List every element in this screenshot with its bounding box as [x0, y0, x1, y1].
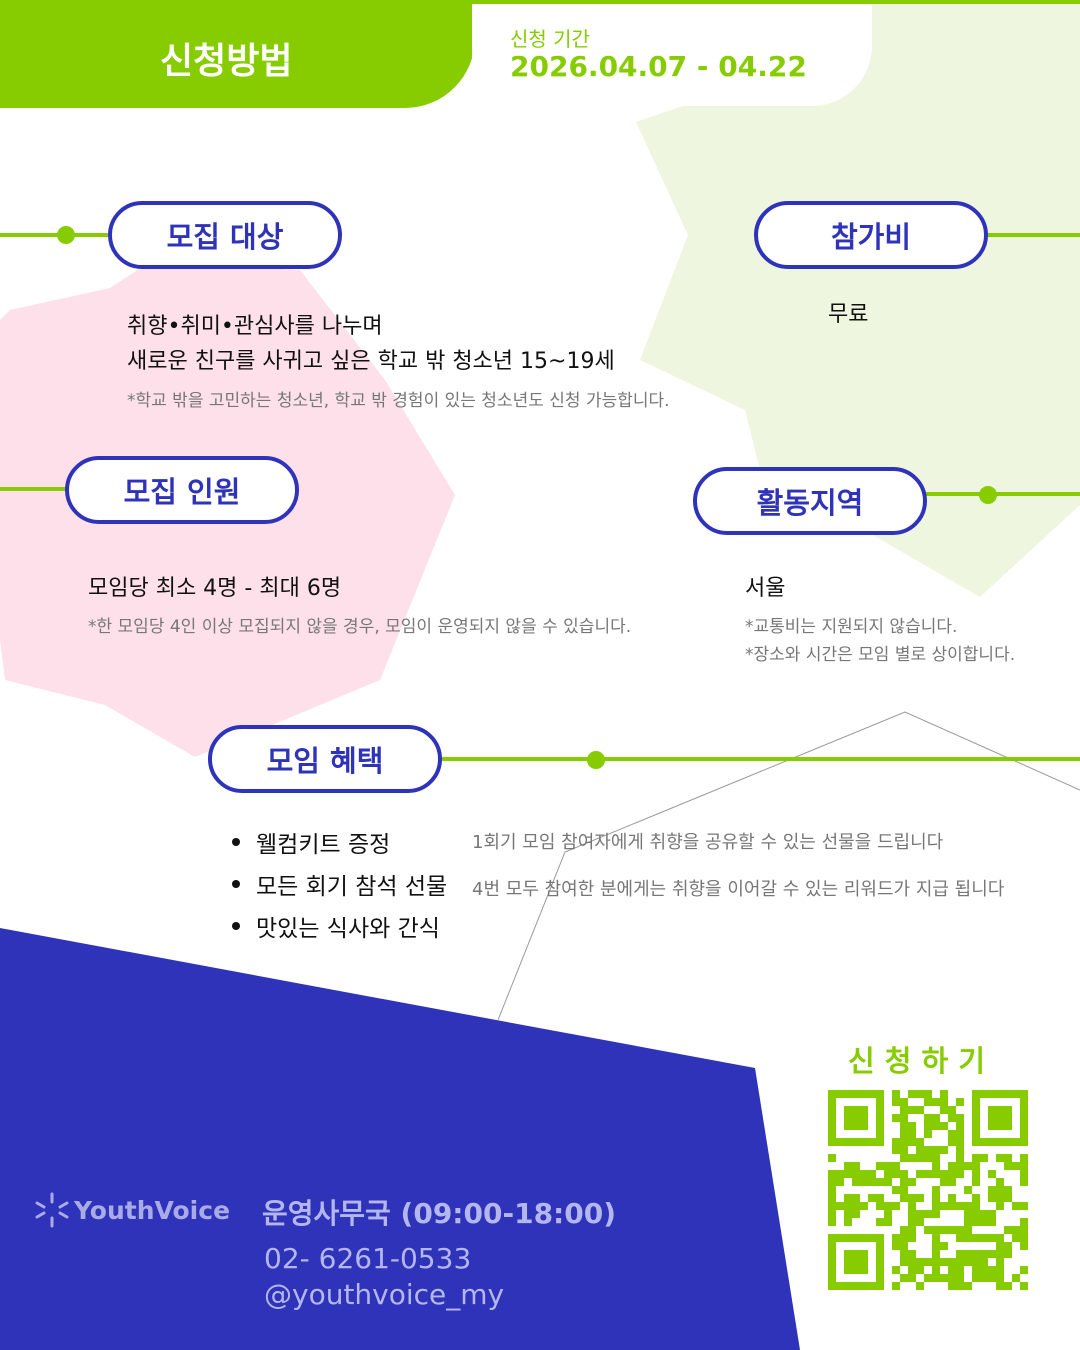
connector-dot [979, 486, 997, 504]
benefit-item: 모든 회기 참석 선물 [232, 867, 447, 901]
connector-line [0, 487, 70, 491]
region-note-1: *교통비는 지원되지 않습니다. [745, 617, 958, 637]
benefit-item: 맛있는 식사와 간식 [232, 909, 440, 943]
bullet-icon [232, 880, 240, 888]
connector-line [980, 233, 1080, 237]
page-title: 신청방법 [160, 41, 293, 82]
headcount-note: *한 모임당 4인 이상 모집되지 않을 경우, 모임이 운영되지 않을 수 있… [88, 617, 632, 637]
target-pill: 모집 대상 [108, 201, 342, 269]
header-banner [0, 0, 475, 108]
benefit-title: 맛있는 식사와 간식 [256, 916, 440, 942]
header-top-strip [0, 0, 1080, 4]
bullet-icon [232, 838, 240, 846]
region-note-2: *장소와 시간은 모임 별로 상이합니다. [745, 645, 1016, 665]
headcount-value: 모임당 최소 4명 - 최대 6명 [88, 576, 342, 601]
target-note: *학교 밖을 고민하는 청소년, 학교 밖 경험이 있는 청소년도 신청 가능합… [127, 391, 670, 411]
benefits-pill: 모임 혜택 [208, 725, 442, 793]
target-line2: 새로운 친구를 사귀고 싶은 학교 밖 청소년 15~19세 [127, 349, 615, 374]
period-value: 2026.04.07 - 04.22 [510, 50, 807, 83]
region-value: 서울 [745, 576, 786, 601]
connector-dot [57, 226, 75, 244]
office-hours: 운영사무국 (09:00-18:00) [262, 1197, 617, 1230]
sparkle-icon [35, 1192, 69, 1228]
blue-shape [0, 928, 800, 1350]
qr-code[interactable] [828, 1090, 1028, 1290]
fee-pill: 참가비 [754, 201, 988, 269]
period-label: 신청 기간 [510, 27, 590, 51]
connector-line [435, 757, 1080, 761]
connector-line [920, 492, 1080, 496]
light-green-shape [636, 0, 1080, 597]
region-pill: 활동지역 [693, 467, 927, 535]
target-line1: 취향•취미•관심사를 나누며 [127, 314, 383, 339]
phone: 02- 6261-0533 [264, 1242, 472, 1275]
benefit-item: 웰컴키트 증정 [232, 825, 390, 859]
logo-text: YouthVoice [74, 1195, 231, 1225]
gray-line [497, 711, 1080, 1021]
fee-value: 무료 [828, 302, 869, 327]
benefit-desc: 1회기 모임 참여자에게 취향을 공유할 수 있는 선물을 드립니다 [472, 832, 944, 853]
sns-handle: @youthvoice_my [264, 1278, 505, 1311]
benefit-desc: 4번 모두 참여한 분에게는 취향을 이어갈 수 있는 리워드가 지급 됩니다 [472, 879, 1005, 900]
bullet-icon [232, 922, 240, 930]
benefit-title: 모든 회기 참석 선물 [256, 874, 448, 900]
benefit-title: 웰컴키트 증정 [256, 832, 391, 858]
youthvoice-logo: YouthVoice [34, 1192, 230, 1228]
connector-dot [587, 751, 605, 769]
apply-label[interactable]: 신 청 하 기 [848, 1044, 986, 1078]
headcount-pill: 모집 인원 [65, 456, 299, 524]
period-banner [472, 4, 872, 106]
